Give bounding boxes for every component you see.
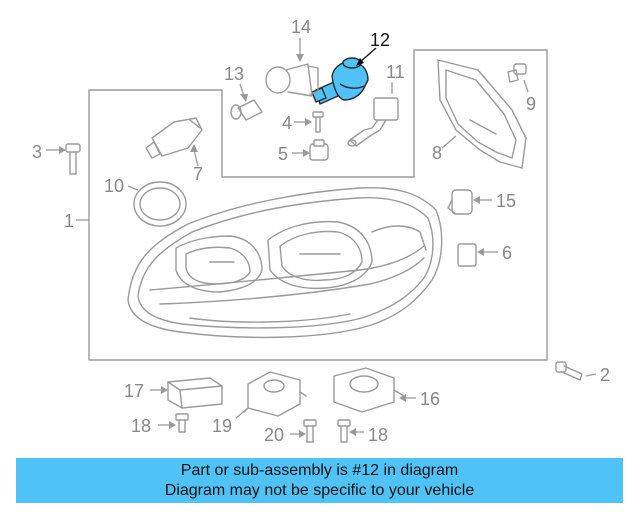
bulb-part-12[interactable] [311,57,369,105]
leader-2 [585,373,597,377]
callout-5: 5 [278,144,288,164]
info-banner: Part or sub-assembly is #12 in diagram D… [16,458,623,503]
leader-10 [127,185,139,191]
callout-12: 12 [370,30,390,50]
leader-19 [235,407,249,419]
screw-part-9[interactable] [507,63,527,83]
callout-19: 19 [212,416,232,436]
clip-part-6[interactable] [457,243,477,267]
bulb-part-11[interactable] [347,97,399,147]
arrow-12 [356,58,364,66]
callout-18b: 18 [368,425,388,445]
callout-2: 2 [600,365,610,385]
callout-3: 3 [32,142,42,162]
arrow-4 [305,118,312,126]
banner-line-2: Diagram may not be specific to your vehi… [164,482,475,499]
callout-6: 6 [502,243,512,263]
screw-part-20[interactable] [303,419,317,443]
callout-16: 16 [420,389,440,409]
parts-diagram: 12 14 13 11 4 5 3 7 10 8 9 15 6 1 2 17 1… [32,17,610,445]
leader-7 [193,149,199,167]
callout-4: 4 [282,113,292,133]
bolt-part-3[interactable] [65,143,81,175]
arrow-7 [190,144,198,152]
arrow-3 [59,146,66,154]
bulb-part-13[interactable] [230,99,263,121]
leader-12 [359,47,377,63]
leader-8 [441,135,457,149]
clip-part-5[interactable] [309,139,329,161]
plug-part-15[interactable] [447,189,473,215]
callout-7: 7 [193,164,203,184]
callout-9: 9 [526,94,536,114]
bulb-part-14[interactable] [265,63,319,97]
screw-part-18b[interactable] [337,419,351,443]
callout-11: 11 [386,62,405,82]
callout-15: 15 [496,191,516,211]
seal-ring-part-10[interactable] [133,181,187,227]
callout-10: 10 [104,176,124,196]
screw-part-18a[interactable] [175,413,189,433]
arrow-6 [477,248,484,256]
arrow-18b [349,428,356,436]
bolt-part-2[interactable] [555,361,583,381]
arrow-18a [169,421,176,429]
socket-part-7[interactable] [145,117,203,159]
arrow-20 [299,430,306,438]
assembly-frame [88,49,548,361]
callout-14: 14 [291,17,311,37]
headlamp-assembly[interactable] [127,186,443,339]
module-part-17[interactable] [167,377,223,409]
callout-17: 17 [124,381,144,401]
arrow-13 [240,94,248,102]
arrow-14 [296,54,304,62]
cover-part-8[interactable] [437,59,527,169]
callout-20: 20 [264,425,284,445]
callout-8: 8 [432,143,442,163]
callout-1: 1 [64,211,74,231]
arrow-5 [303,149,310,157]
callout-13: 13 [224,64,244,84]
arrow-17 [161,386,168,394]
callout-18a: 18 [131,416,151,436]
ballast-part-16[interactable] [333,367,405,413]
bracket-part-19[interactable] [243,371,307,417]
banner-line-1: Part or sub-assembly is #12 in diagram [180,462,459,479]
arrow-15 [473,196,480,204]
screw-part-4[interactable] [312,111,324,133]
leader-9 [523,79,529,93]
arrow-16 [399,394,406,402]
